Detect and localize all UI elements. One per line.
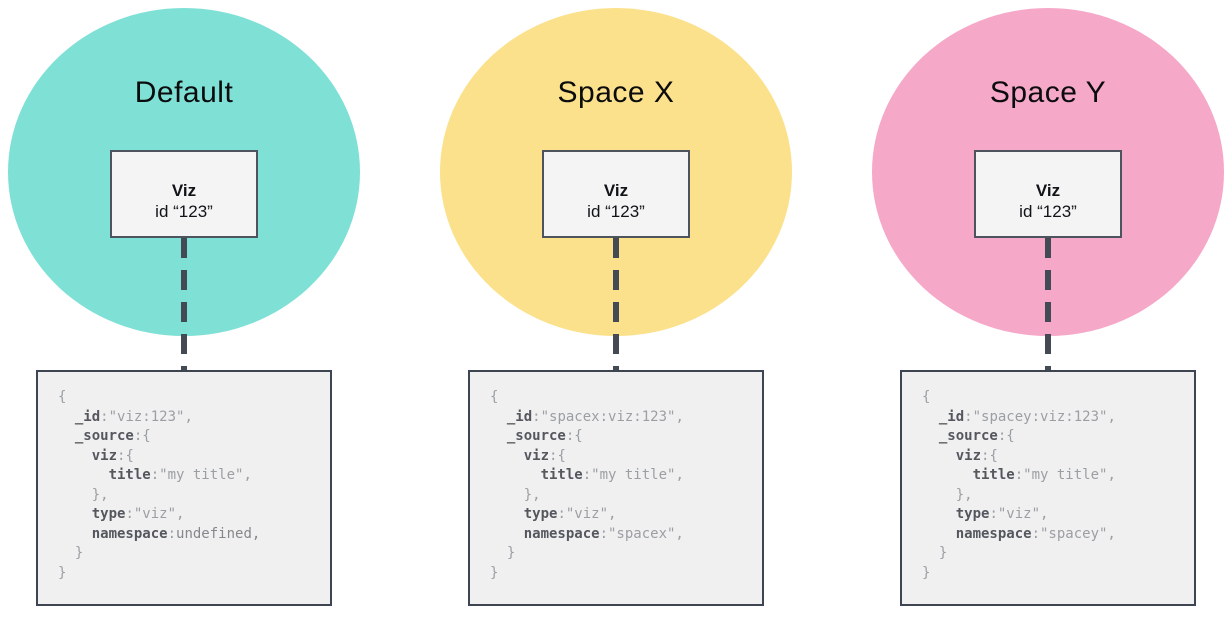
code-line: namespace:"spacey", <box>955 525 1116 542</box>
viz-object-box: Viz id “123” <box>110 150 258 238</box>
code-line: title:"my title", <box>540 467 684 483</box>
document-code-box: { _id:"spacey:viz:123", _source:{ viz:{ … <box>900 370 1196 606</box>
code-line: { <box>490 389 499 405</box>
viz-object-type: Viz <box>171 181 197 200</box>
code-line: }, <box>58 486 109 503</box>
code-line: type:"viz", <box>955 506 1049 522</box>
viz-object-type: Viz <box>1035 181 1061 200</box>
dashed-connector <box>613 238 619 370</box>
code-line: _id:"spacey:viz:123", <box>938 408 1116 425</box>
code-line: title:"my title", <box>108 467 252 483</box>
code-line: } <box>922 545 948 561</box>
code-line: } <box>922 564 931 581</box>
document-code-box: { _id:"spacex:viz:123", _source:{ viz:{ … <box>468 370 764 606</box>
space-title: Space Y <box>989 76 1107 109</box>
code-line: } <box>490 545 516 561</box>
code-line: viz:{ <box>91 447 134 464</box>
code-line: _id:"spacex:viz:123", <box>506 408 684 425</box>
code-line: namespace:"spacex", <box>523 525 684 542</box>
code-line: _source:{ <box>74 428 151 444</box>
space-title: Space X <box>557 76 675 109</box>
code-line: _source:{ <box>938 428 1015 444</box>
space-title: Default <box>134 76 234 109</box>
dashed-connector <box>181 238 187 370</box>
code-line: } <box>58 564 67 581</box>
code-line: _source:{ <box>506 428 583 444</box>
code-line: namespace:undefined, <box>91 525 261 542</box>
code-line: { <box>58 389 67 405</box>
dashed-connector <box>1045 238 1051 370</box>
code-line: title:"my title", <box>972 467 1116 483</box>
code-line: } <box>58 545 84 561</box>
viz-object-type: Viz <box>603 181 629 200</box>
code-line: viz:{ <box>523 447 566 464</box>
viz-object-id: id “123” <box>1019 202 1077 221</box>
viz-object-box: Viz id “123” <box>542 150 690 238</box>
code-line: viz:{ <box>955 447 998 464</box>
code-line: }, <box>490 486 541 503</box>
code-line: type:"viz", <box>91 506 185 522</box>
code-line: type:"viz", <box>523 506 617 522</box>
code-line: } <box>490 564 499 581</box>
code-line: }, <box>922 486 973 503</box>
document-code-box: { _id:"viz:123", _source:{ viz:{ title:"… <box>36 370 332 606</box>
code-line: _id:"viz:123", <box>74 408 193 425</box>
viz-object-box: Viz id “123” <box>974 150 1122 238</box>
viz-object-id: id “123” <box>155 202 213 221</box>
viz-object-id: id “123” <box>587 202 645 221</box>
code-line: { <box>922 389 931 405</box>
